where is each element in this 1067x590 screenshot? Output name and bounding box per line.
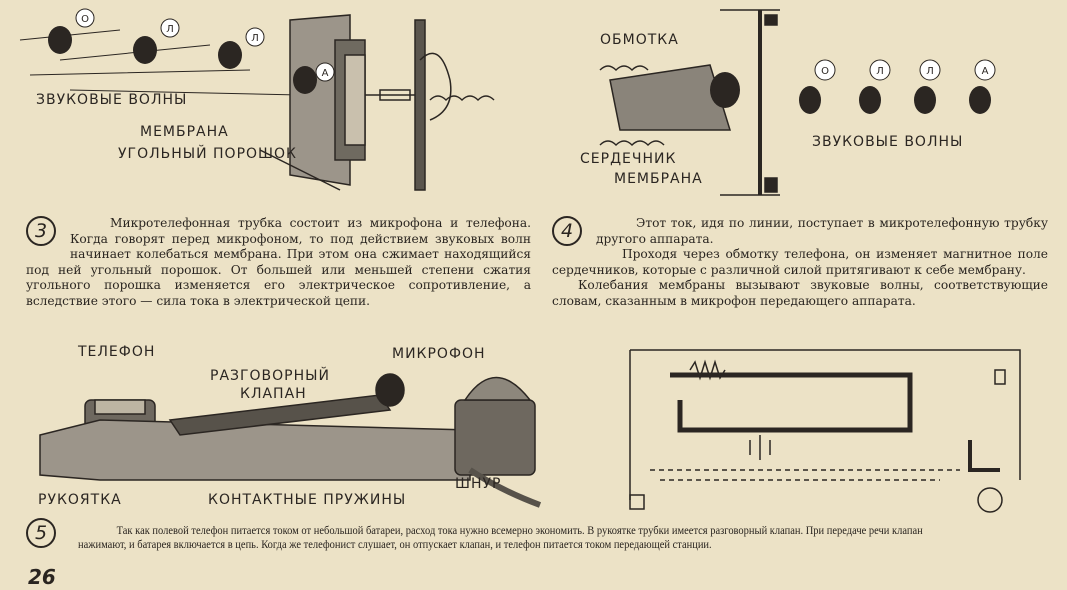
paragraph: Колебания мембраны вызывают звуковые вол…	[552, 278, 1048, 308]
label-sound-waves: ЗВУКОВЫЕ ВОЛНЫ	[36, 92, 188, 108]
runner-letter: Л	[926, 66, 934, 77]
runner-letter: Л	[166, 24, 174, 35]
label-sound-waves: ЗВУКОВЫЕ ВОЛНЫ	[812, 134, 964, 150]
microphone-diagram: О Л Л А	[19, 8, 495, 191]
label-membrane: МЕМБРАНА	[614, 171, 703, 187]
label-carbon-powder: УГОЛЬНЫЙ ПОРОШОК	[118, 146, 297, 162]
section-number-3: 3	[26, 216, 56, 246]
paragraph: Так как полевой телефон питается током о…	[78, 525, 923, 551]
runner-letter: А	[322, 68, 329, 79]
page-number: 26	[28, 565, 56, 589]
label-talk-valve: РАЗГОВОРНЫЙ	[210, 368, 330, 384]
label-talk-valve: КЛАПАН	[240, 386, 307, 402]
runner-letter: Л	[251, 33, 259, 44]
section-number-4: 4	[552, 216, 582, 246]
runner-letter: Л	[876, 66, 884, 77]
section-3-text: 3 Микротелефонная трубка состоит из микр…	[26, 216, 531, 310]
label-telephone: ТЕЛЕФОН	[78, 344, 156, 360]
paragraph: Микротелефонная трубка состоит из микроф…	[26, 216, 531, 308]
label-membrane: МЕМБРАНА	[140, 124, 229, 140]
label-handle: РУКОЯТКА	[38, 492, 122, 508]
label-cord: ШНУР	[455, 476, 502, 492]
runner-letter: А	[982, 66, 989, 77]
paragraph: Проходя через обмотку телефона, он измен…	[552, 247, 1048, 277]
runner-letter: О	[821, 66, 829, 77]
section-4-text: 4 Этот ток, идя по линии, поступает в ми…	[552, 216, 1048, 310]
label-core: СЕРДЕЧНИК	[580, 151, 677, 167]
label-contact-springs: КОНТАКТНЫЕ ПРУЖИНЫ	[208, 492, 407, 508]
section-5-text: Так как полевой телефон питается током о…	[78, 524, 952, 552]
circuit-schematic	[629, 349, 1021, 513]
handset-diagram	[39, 373, 542, 508]
section-number-5: 5	[26, 518, 56, 548]
receiver-diagram: О Л Л А	[599, 9, 996, 196]
label-winding: ОБМОТКА	[600, 32, 679, 48]
runner-letter: О	[81, 14, 89, 25]
label-microphone: МИКРОФОН	[392, 346, 486, 362]
paragraph: Этот ток, идя по линии, поступает в микр…	[596, 216, 1048, 246]
